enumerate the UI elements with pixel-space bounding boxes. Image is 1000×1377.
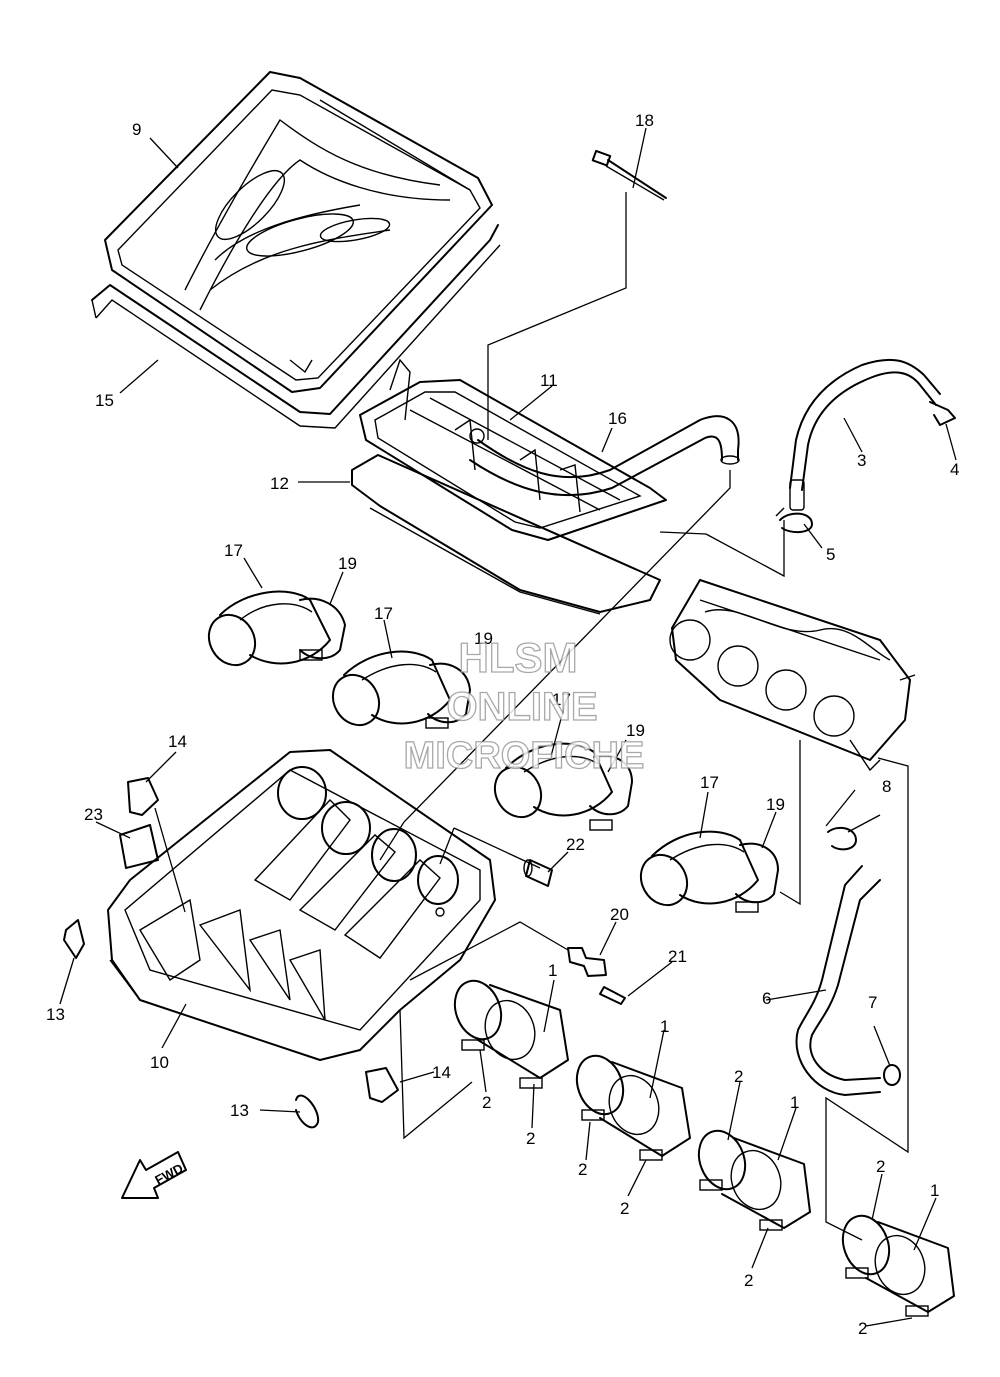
callout-21: 21 bbox=[668, 947, 687, 966]
callout-15: 15 bbox=[95, 391, 114, 410]
joint-group-4 bbox=[841, 1214, 955, 1317]
callout-17c: 17 bbox=[552, 690, 571, 709]
callout-8: 8 bbox=[882, 777, 891, 796]
callout-13b: 13 bbox=[230, 1101, 249, 1120]
callout-2e: 2 bbox=[876, 1157, 885, 1176]
funnel-group-2 bbox=[331, 650, 471, 729]
watermark: HLSM ONLINE MICROFICHE bbox=[403, 633, 645, 777]
callout-7: 7 bbox=[868, 993, 877, 1012]
watermark-line-2: ONLINE bbox=[446, 685, 597, 729]
callout-3: 3 bbox=[857, 451, 866, 470]
callout-19d: 19 bbox=[766, 795, 785, 814]
callout-16: 16 bbox=[608, 409, 627, 428]
callout-6: 6 bbox=[762, 989, 771, 1008]
callout-10: 10 bbox=[150, 1053, 169, 1072]
joint-group-2 bbox=[575, 1054, 691, 1161]
joint-group-1 bbox=[453, 979, 569, 1089]
callout-19a: 19 bbox=[338, 554, 357, 573]
callout-4: 4 bbox=[950, 460, 959, 479]
callout-11: 11 bbox=[540, 371, 558, 390]
callout-17d: 17 bbox=[700, 773, 719, 792]
forward-direction-arrow: FWD bbox=[121, 1151, 187, 1199]
cover-seal bbox=[91, 224, 501, 429]
callout-2b: 2 bbox=[482, 1093, 491, 1112]
clip-8 bbox=[827, 826, 857, 851]
callout-19c: 19 bbox=[626, 721, 645, 740]
screw-21 bbox=[599, 986, 626, 1005]
callout-2c: 2 bbox=[526, 1129, 535, 1148]
funnel-group-3 bbox=[493, 742, 633, 831]
callout-2a: 2 bbox=[734, 1067, 743, 1086]
clip-13-left bbox=[63, 919, 85, 959]
callout-22: 22 bbox=[566, 835, 585, 854]
callout-2g: 2 bbox=[744, 1271, 753, 1290]
callout-2f: 2 bbox=[620, 1199, 629, 1218]
callout-20: 20 bbox=[610, 905, 629, 924]
damper-14-upper bbox=[127, 777, 159, 816]
label-23 bbox=[119, 824, 159, 869]
clip-7 bbox=[883, 1064, 901, 1086]
cable-tie bbox=[591, 149, 667, 201]
joint-group-3 bbox=[697, 1129, 811, 1231]
leader-lines bbox=[59, 127, 957, 1327]
callout-14b: 14 bbox=[432, 1063, 451, 1082]
callout-13a: 13 bbox=[46, 1005, 65, 1024]
watermark-line-3: MICROFICHE bbox=[404, 735, 645, 777]
hose-clip-5 bbox=[775, 507, 813, 534]
callout-labels: 9 15 18 11 12 16 3 4 5 17 19 17 19 17 19… bbox=[46, 111, 959, 1338]
breather-hose bbox=[469, 415, 740, 497]
callout-2h: 2 bbox=[858, 1319, 867, 1338]
callout-19b: 19 bbox=[474, 629, 493, 648]
throttle-body-assembly bbox=[669, 579, 916, 772]
callout-18: 18 bbox=[635, 111, 654, 130]
funnel-group-1 bbox=[207, 590, 346, 667]
air-box-lower bbox=[107, 749, 496, 1061]
funnel-group-4 bbox=[639, 830, 779, 913]
callout-12: 12 bbox=[270, 474, 289, 493]
sensor-20 bbox=[567, 947, 607, 977]
callout-1c: 1 bbox=[790, 1093, 799, 1112]
callout-17b: 17 bbox=[374, 604, 393, 623]
crankcase-hose bbox=[789, 358, 941, 511]
air-cleaner-cover bbox=[104, 71, 493, 393]
hose-6 bbox=[795, 865, 881, 1096]
plug-22 bbox=[523, 859, 553, 887]
callout-23: 23 bbox=[84, 805, 103, 824]
watermark-line-1: HLSM bbox=[459, 634, 578, 681]
callout-9: 9 bbox=[132, 120, 141, 139]
callout-2d: 2 bbox=[578, 1160, 587, 1179]
callout-14a: 14 bbox=[168, 732, 187, 751]
callout-17a: 17 bbox=[224, 541, 243, 560]
air-filter-element bbox=[359, 358, 667, 541]
filter-plate bbox=[351, 454, 661, 615]
callout-1d: 1 bbox=[930, 1181, 939, 1200]
clip-13-bottom bbox=[295, 1094, 320, 1129]
callout-5: 5 bbox=[826, 545, 835, 564]
damper-14-lower bbox=[365, 1067, 399, 1103]
callout-1b: 1 bbox=[660, 1017, 669, 1036]
hose-clip-4 bbox=[929, 401, 956, 426]
callout-1a: 1 bbox=[548, 961, 557, 980]
